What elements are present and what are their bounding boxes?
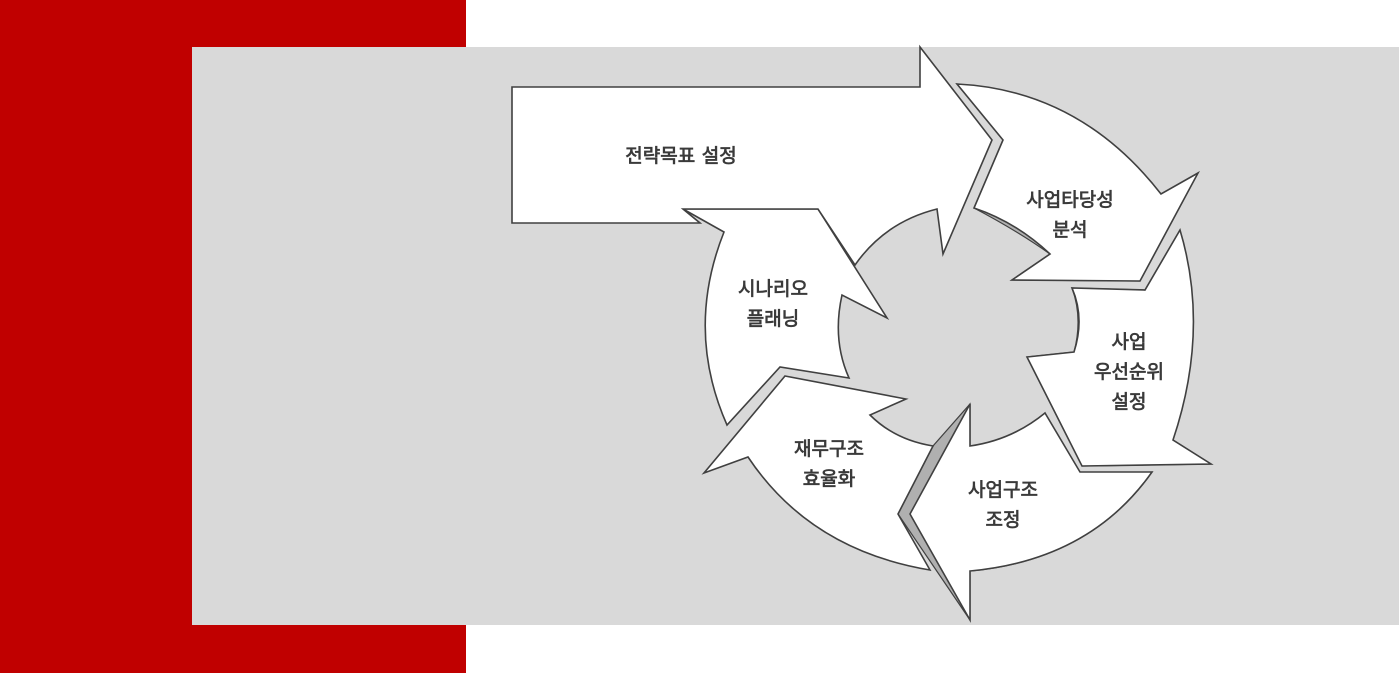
step-3-label-line-2: 조정 [986,509,1021,531]
step-3-arrow [909,403,1154,624]
goal-arrow-label: 전략목표 설정 [625,145,737,167]
goal-arrow [511,44,993,267]
step-1-arrow [955,83,1201,282]
step-4-arrow [701,375,935,572]
step-3-label-line-1: 사업구조 [968,479,1038,501]
step-2-label-line-1: 사업 [1112,331,1147,353]
step-1-label-line-2: 분석 [1053,219,1088,241]
step-2-arrow [1025,228,1214,467]
step-5-arrow [679,208,890,427]
step-2-label-line-3: 설정 [1112,391,1147,413]
step-5-label-line-1: 시나리오 [738,278,808,300]
step-4-label-line-2: 효율화 [803,468,856,490]
step-2-label-line-2: 우선순위 [1094,361,1164,383]
step-1-label-line-1: 사업타당성 [1026,189,1113,211]
step-4-label-line-1: 재무구조 [794,438,864,460]
step-5-label-line-2: 플래닝 [747,308,799,330]
